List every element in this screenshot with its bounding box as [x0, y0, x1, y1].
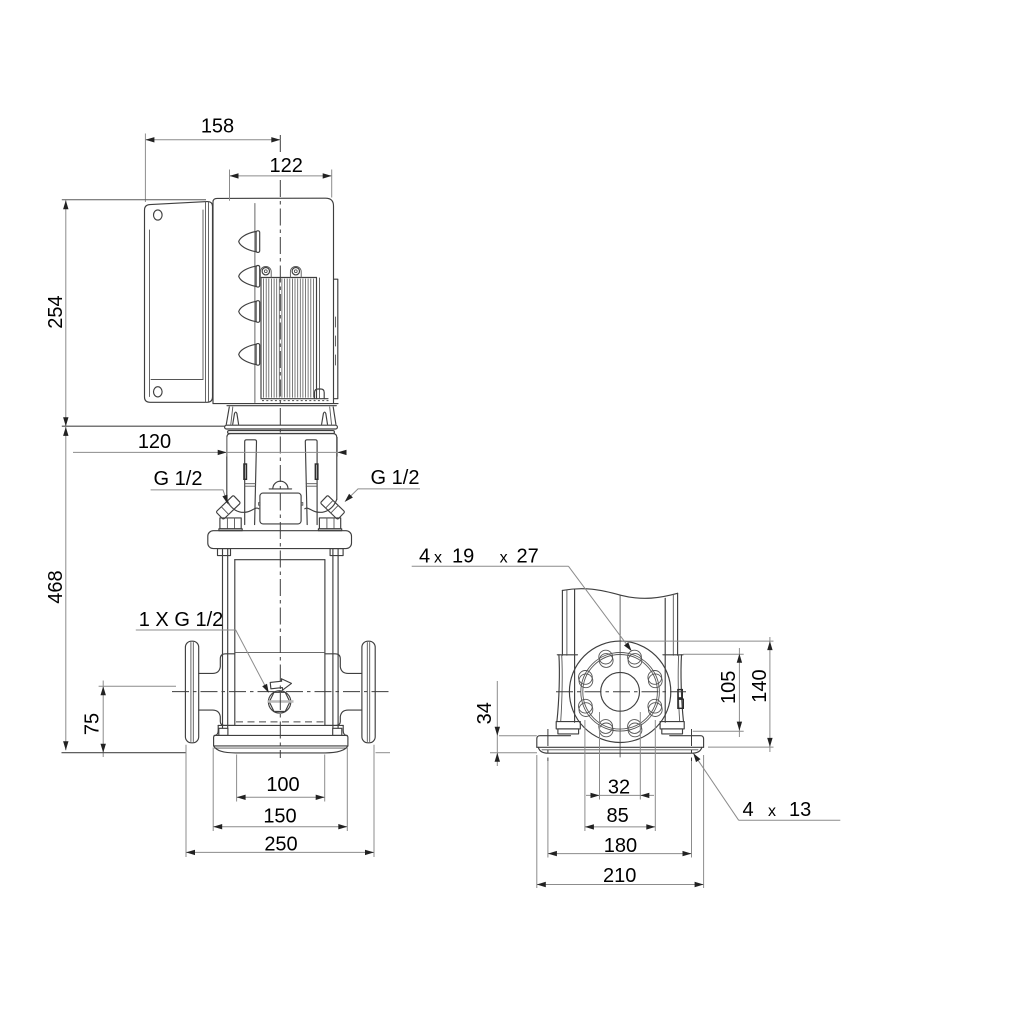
- svg-text:180: 180: [604, 835, 637, 857]
- svg-text:250: 250: [264, 833, 297, 855]
- svg-text:32: 32: [608, 776, 630, 798]
- svg-text:100: 100: [266, 774, 299, 796]
- svg-text:75: 75: [82, 713, 104, 735]
- svg-text:120: 120: [138, 431, 171, 453]
- svg-text:1 X G 1/2: 1 X G 1/2: [139, 609, 224, 631]
- svg-text:85: 85: [606, 805, 628, 827]
- svg-text:140: 140: [749, 669, 771, 702]
- svg-text:105: 105: [718, 671, 740, 704]
- svg-text:G 1/2: G 1/2: [371, 467, 420, 489]
- svg-text:210: 210: [603, 865, 636, 887]
- svg-text:468: 468: [45, 570, 67, 603]
- svg-text:150: 150: [263, 806, 296, 828]
- svg-text:122: 122: [270, 155, 303, 177]
- svg-text:34: 34: [474, 702, 496, 724]
- svg-text:254: 254: [45, 295, 67, 328]
- svg-text:G 1/2: G 1/2: [154, 468, 203, 490]
- svg-text:158: 158: [201, 115, 234, 137]
